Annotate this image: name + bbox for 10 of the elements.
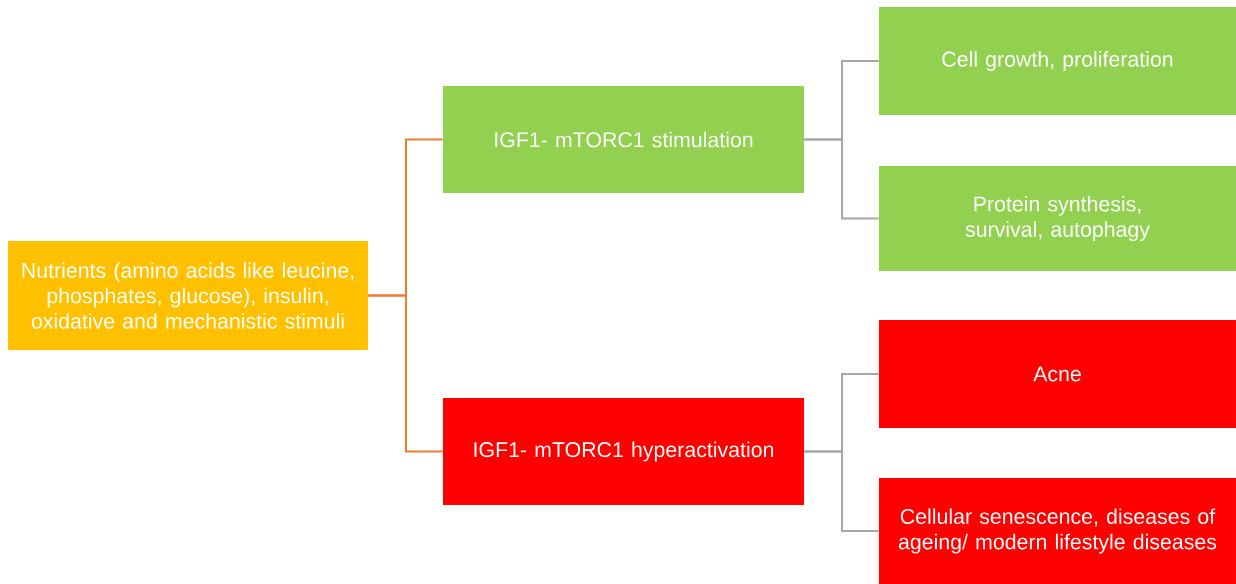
connector [367, 294, 444, 453]
connector [803, 450, 880, 532]
outcome-box: Cell growth, proliferation [878, 7, 1236, 115]
outcome-box: Acne [878, 320, 1236, 428]
pathway-box: IGF1- mTORC1 stimulation [442, 86, 805, 193]
cause-box: Nutrients (amino acids like leucine, phosphates, glucose), insulin, oxidative and mechanistic stimuli [8, 240, 368, 351]
outcome-box: Protein synthesis, survival, autophagy [878, 165, 1236, 272]
connector [803, 138, 880, 220]
outcome-box: Cellular senescence, diseases of ageing/ modern lifestyle diseases [878, 478, 1236, 584]
pathway-box: IGF1- mTORC1 hyperactivation [442, 398, 805, 505]
